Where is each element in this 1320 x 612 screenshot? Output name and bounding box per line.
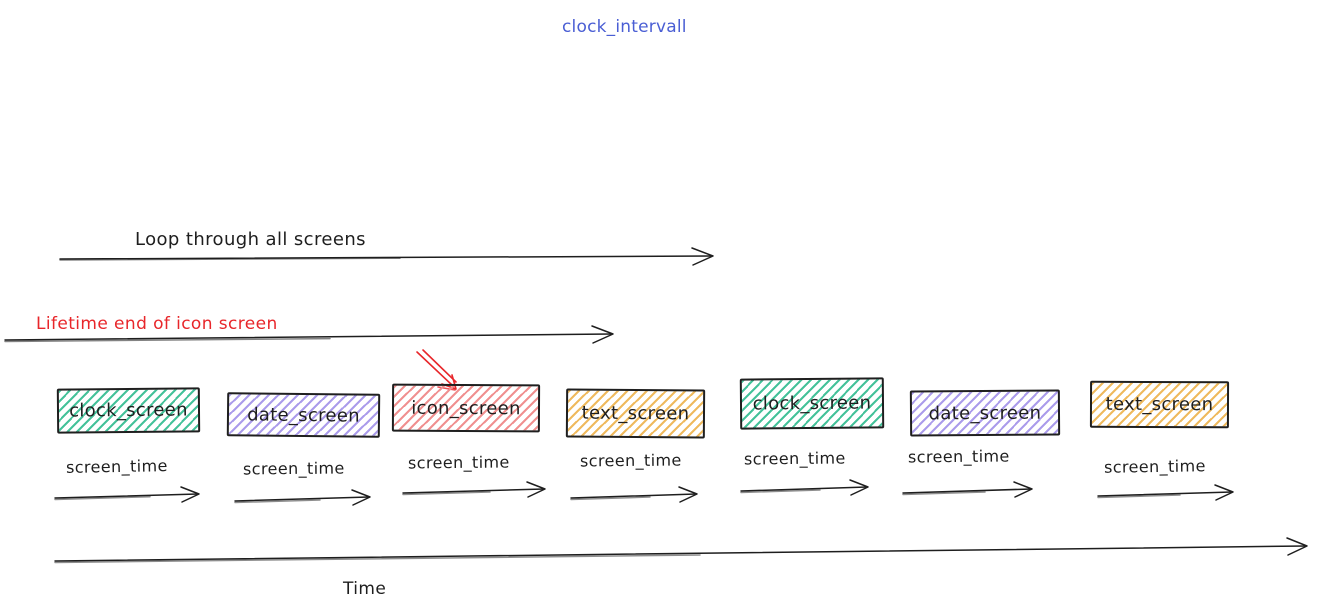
screen-time-label-3: screen_time <box>407 452 510 473</box>
screen-time-arrow-4 <box>570 486 698 503</box>
screen-time-arrow-3 <box>402 481 546 498</box>
screen-box-text-2: text_screen <box>1089 380 1230 429</box>
lifetime-arrow <box>4 325 614 344</box>
screen-box-label: date_screen <box>928 402 1042 424</box>
screen-box-label: text_screen <box>581 402 690 425</box>
screen-time-label-6: screen_time <box>907 446 1010 467</box>
screen-time-label-7: screen_time <box>1103 456 1206 477</box>
loop-arrow <box>59 247 714 266</box>
screen-box-label: date_screen <box>247 403 360 427</box>
screen-box-clock-2: clock_screen <box>739 377 885 430</box>
loop-arrow-label: Loop through all screens <box>135 229 366 250</box>
screen-box-label: icon_screen <box>411 397 521 419</box>
screen-time-label-2: screen_time <box>242 458 345 479</box>
screen-box-date-1: date_screen <box>226 392 381 438</box>
screen-box-label: text_screen <box>1105 393 1214 416</box>
screen-box-label: clock_screen <box>752 392 872 415</box>
screen-time-label-5: screen_time <box>743 448 846 469</box>
diagram-title: clock_intervall <box>562 17 687 37</box>
screen-time-arrow-7 <box>1097 484 1234 501</box>
screen-box-text-1: text_screen <box>565 388 706 439</box>
screen-box-icon: icon_screen <box>391 383 541 433</box>
time-axis-label: Time <box>343 579 387 599</box>
screen-box-clock-1: clock_screen <box>56 387 201 434</box>
screen-box-date-2: date_screen <box>909 389 1061 437</box>
screen-box-label: clock_screen <box>69 399 188 422</box>
lifetime-arrow-label: Lifetime end of icon screen <box>36 314 278 334</box>
screen-time-arrow-2 <box>234 489 371 506</box>
screen-time-label-4: screen_time <box>579 450 682 471</box>
screen-time-arrow-5 <box>740 479 869 496</box>
screen-time-arrow-1 <box>54 486 200 503</box>
screen-time-label-1: screen_time <box>65 456 168 477</box>
screen-time-arrow-6 <box>902 481 1033 498</box>
time-axis-arrow <box>54 537 1308 564</box>
